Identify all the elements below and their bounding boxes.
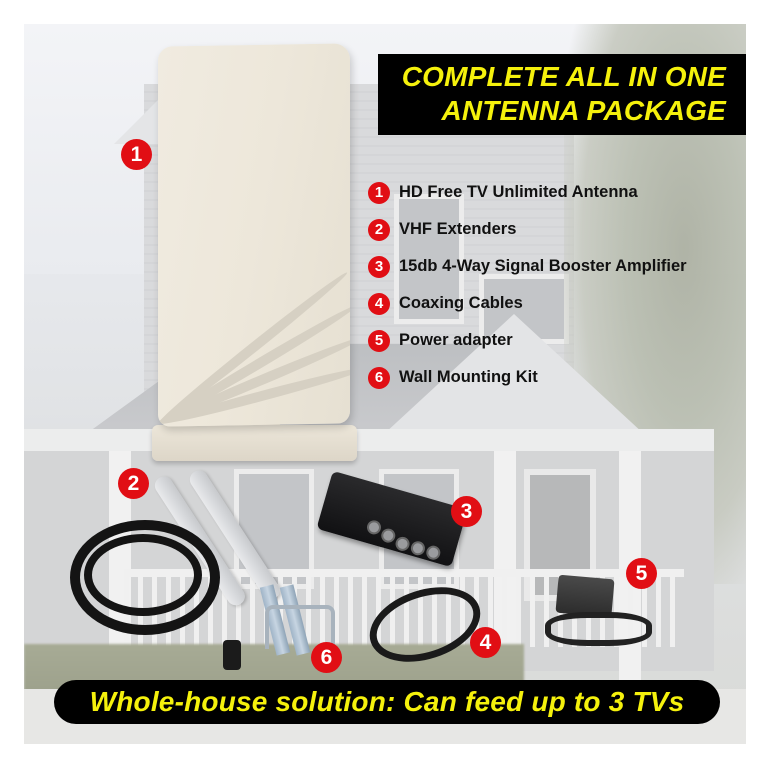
number-badge: 5: [368, 329, 390, 352]
bottom-banner: Whole-house solution: Can feed up to 3 T…: [54, 680, 720, 724]
coax-cable-coil-inner: [84, 534, 202, 616]
number-badge: 1: [368, 181, 390, 204]
power-adapter-cord: [545, 612, 652, 646]
feature-label: VHF Extenders: [399, 220, 517, 238]
feature-label: Power adapter: [399, 331, 513, 349]
callout-amplifier: 3: [451, 496, 482, 527]
feature-item: 1 HD Free TV Unlimited Antenna: [368, 174, 687, 211]
feature-item: 2 VHF Extenders: [368, 211, 687, 248]
number-badge: 4: [368, 292, 390, 315]
porch-railing: [124, 569, 684, 577]
feature-item: 6 Wall Mounting Kit: [368, 359, 687, 396]
amplifier-port: [393, 535, 412, 553]
amplifier-port: [365, 518, 383, 537]
callout-extenders: 2: [118, 468, 149, 499]
feature-label: Wall Mounting Kit: [399, 368, 538, 386]
feature-list: 1 HD Free TV Unlimited Antenna 2 VHF Ext…: [368, 174, 687, 396]
coax-connector: [223, 640, 241, 670]
callout-cables: 4: [470, 627, 501, 658]
headline-box: COMPLETE ALL IN ONE ANTENNA PACKAGE: [378, 54, 746, 135]
antenna-stand: [152, 425, 357, 461]
number-badge: 3: [368, 255, 390, 278]
number-badge: 2: [368, 218, 390, 241]
callout-adapter: 5: [626, 558, 657, 589]
amplifier-port: [409, 539, 427, 557]
porch-beam: [24, 429, 714, 451]
feature-item: 3 15db 4-Way Signal Booster Amplifier: [368, 248, 687, 285]
callout-mount-kit: 6: [311, 642, 342, 673]
coax-cable-coil: [70, 520, 220, 635]
banner-text: Whole-house solution: Can feed up to 3 T…: [89, 686, 685, 717]
amplifier-port: [379, 526, 397, 545]
feature-label: Coaxing Cables: [399, 294, 523, 312]
number-badge: 6: [368, 366, 390, 389]
amplifier-port: [424, 544, 442, 562]
feature-item: 5 Power adapter: [368, 322, 687, 359]
house-window: [394, 194, 464, 324]
headline-line-2: ANTENNA PACKAGE: [441, 95, 726, 126]
feature-item: 4 Coaxing Cables: [368, 285, 687, 322]
callout-antenna: 1: [121, 139, 152, 170]
u-bolt: [265, 605, 335, 649]
feature-label: HD Free TV Unlimited Antenna: [399, 183, 638, 201]
antenna-panel: [158, 43, 350, 427]
power-adapter: [555, 574, 615, 618]
feature-label: 15db 4-Way Signal Booster Amplifier: [399, 257, 687, 275]
headline-line-1: COMPLETE ALL IN ONE: [401, 61, 726, 92]
